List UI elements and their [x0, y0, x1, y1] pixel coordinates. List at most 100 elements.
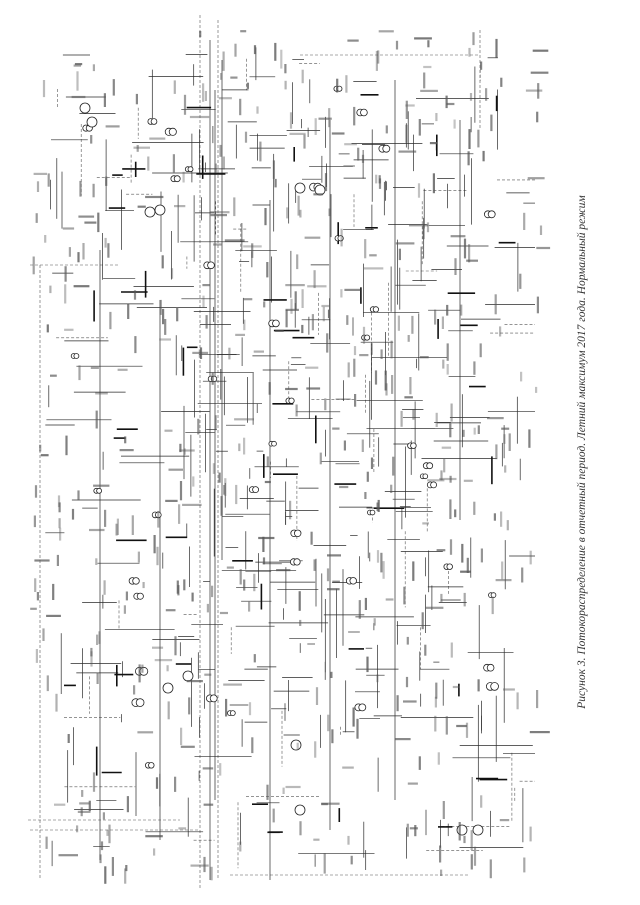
- label-block: [323, 853, 326, 874]
- label-block: [127, 303, 130, 319]
- label-block: [145, 835, 163, 838]
- label-block: [461, 543, 464, 563]
- label-block: [230, 76, 238, 79]
- label-block: [178, 827, 187, 830]
- label-block: [536, 111, 539, 123]
- label-block: [68, 247, 71, 257]
- label-block: [222, 51, 225, 71]
- label-block: [168, 468, 183, 471]
- dashed-lines: [28, 15, 535, 890]
- label-block: [223, 485, 226, 495]
- label-block: [210, 214, 227, 217]
- transformer-symbols: [70, 85, 499, 769]
- label-block: [480, 548, 483, 563]
- label-block: [167, 701, 170, 720]
- label-block: [452, 685, 460, 689]
- label-block: [213, 243, 222, 246]
- label-block: [119, 449, 134, 452]
- label-block: [182, 503, 202, 506]
- label-block: [420, 89, 438, 92]
- label-block: [503, 434, 506, 444]
- label-block: [321, 304, 330, 308]
- label-block: [466, 557, 469, 573]
- label-block: [370, 457, 374, 469]
- label-block: [125, 865, 128, 872]
- label-block: [463, 592, 466, 607]
- label-block: [495, 38, 498, 58]
- label-block: [56, 554, 59, 566]
- label-block: [246, 82, 249, 89]
- label-block: [382, 561, 385, 579]
- label-block: [32, 256, 35, 275]
- label-block: [153, 535, 156, 554]
- label-block: [45, 836, 48, 849]
- label-block: [90, 651, 93, 667]
- label-block: [458, 822, 461, 841]
- label-block: [145, 195, 164, 199]
- label-block: [463, 479, 473, 482]
- label-block: [406, 636, 409, 645]
- label-block: [327, 554, 341, 557]
- label-block: [77, 252, 80, 263]
- label-block: [331, 729, 334, 744]
- label-block: [214, 415, 217, 431]
- label-block: [107, 243, 110, 258]
- label-block: [46, 614, 61, 617]
- label-block: [55, 693, 58, 712]
- label-block: [65, 435, 68, 456]
- label-block: [344, 288, 361, 291]
- transformer-symbol: [227, 710, 236, 716]
- label-block: [147, 156, 150, 171]
- label-block: [445, 95, 448, 109]
- label-block: [434, 309, 437, 325]
- label-block: [80, 807, 83, 817]
- transformer-symbol: [378, 144, 391, 153]
- generator-symbol: [294, 804, 306, 816]
- label-block: [423, 65, 432, 69]
- label-block: [203, 803, 214, 806]
- label-block: [326, 568, 330, 582]
- label-block: [434, 715, 437, 732]
- label-block: [197, 418, 200, 435]
- label-block: [192, 351, 209, 354]
- label-block: [419, 356, 429, 359]
- label-block: [516, 692, 519, 710]
- label-block: [234, 418, 254, 421]
- label-block: [307, 285, 327, 288]
- label-block: [290, 298, 293, 314]
- transformer-symbol: [443, 563, 453, 570]
- label-block: [280, 49, 283, 69]
- label-block: [508, 433, 511, 451]
- label-block: [344, 143, 357, 146]
- label-block: [303, 134, 306, 149]
- label-block: [137, 731, 154, 734]
- label-block: [340, 228, 343, 247]
- label-block: [297, 195, 300, 216]
- label-block: [353, 346, 357, 356]
- label-block: [435, 113, 438, 122]
- label-block: [192, 476, 195, 487]
- transformer-symbol: [289, 558, 301, 566]
- label-block: [33, 515, 36, 528]
- label-block: [266, 262, 269, 278]
- label-block: [449, 539, 453, 555]
- label-block: [375, 174, 378, 184]
- label-block: [34, 485, 38, 498]
- label-block: [529, 826, 532, 842]
- label-block: [326, 333, 329, 353]
- label-block: [105, 176, 108, 186]
- label-block: [275, 329, 284, 332]
- label-block: [480, 795, 483, 808]
- label-block: [206, 603, 209, 613]
- label-block: [425, 606, 444, 609]
- label-block: [345, 75, 348, 93]
- label-block: [347, 835, 350, 845]
- label-block: [494, 294, 497, 315]
- label-block: [131, 515, 134, 535]
- label-block: [445, 716, 448, 735]
- label-block: [422, 224, 425, 240]
- label-block: [99, 854, 102, 864]
- transformer-symbol: [488, 592, 497, 598]
- transformer-symbol: [268, 440, 277, 447]
